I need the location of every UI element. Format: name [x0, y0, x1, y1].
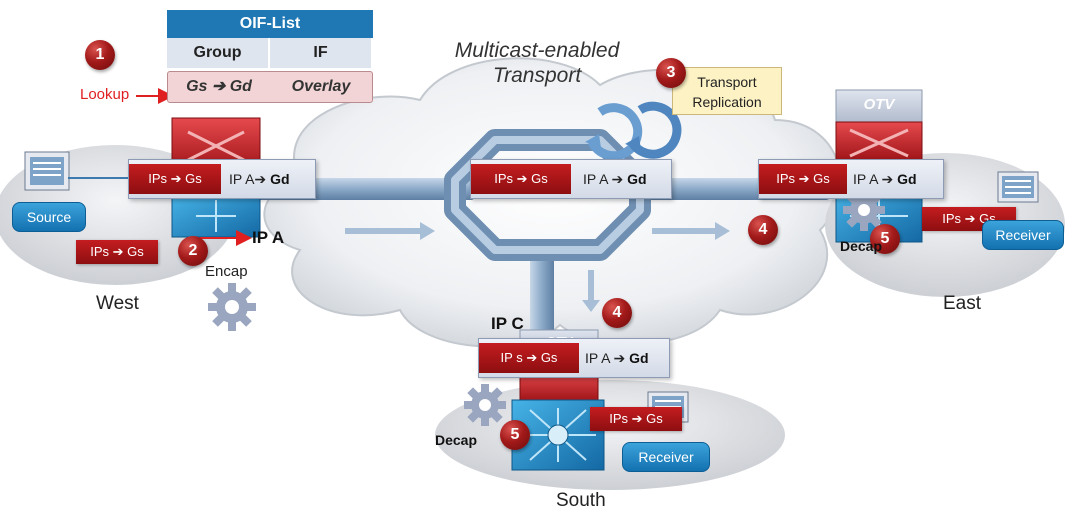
west-source-packet: IPs ➔ Gs: [76, 240, 158, 264]
south-receiver-packet: IPs ➔ Gs: [590, 407, 682, 431]
cloud-icon: [263, 57, 842, 348]
oif-col-if: IF: [270, 38, 373, 68]
core-outer-ip: IP A ➔: [583, 171, 624, 187]
step-4-badge-south: 4: [602, 298, 632, 328]
ip-c-label: IP C: [491, 314, 524, 333]
step-5-badge-east: 5: [870, 224, 900, 254]
source-host: Source: [12, 202, 86, 232]
decap-label-south: Decap: [435, 432, 478, 448]
transport-title-line1: Multicast-enabled: [454, 39, 620, 62]
south-otv-header: IP s ➔ Gs IP A ➔ Gd: [478, 338, 670, 378]
east-server-icon: [997, 171, 1039, 203]
step-5-badge-south: 5: [500, 420, 530, 450]
south-tube: [530, 240, 554, 345]
step-4-badge-east: 4: [748, 215, 778, 245]
core-inner-header: IPs ➔ Gs: [471, 164, 571, 194]
south-outer-header: IP A ➔ Gd: [585, 339, 649, 377]
oif-row-group: Gs ➔ Gd: [186, 78, 252, 95]
receiver-south-host: Receiver: [622, 442, 710, 472]
encap-label: Encap: [205, 263, 248, 280]
replication-line1: Transport: [697, 74, 757, 90]
core-otv-header: IPs ➔ Gs IP A ➔ Gd: [470, 159, 672, 199]
step-3-badge: 3: [656, 58, 686, 88]
core-outer-header: IP A ➔ Gd: [583, 160, 647, 198]
transport-replication-box: Transport Replication: [672, 67, 782, 115]
oif-col-group: Group: [167, 38, 270, 68]
core-outer-group: Gd: [627, 171, 647, 187]
lookup-label: Lookup: [80, 86, 130, 103]
east-outer-header: IP A ➔ Gd: [853, 160, 917, 198]
replication-arrows-icon: [585, 101, 682, 161]
otv-label-east: OTV: [863, 96, 895, 113]
transport-title-line2: Transport: [492, 64, 582, 87]
oif-row-if: Overlay: [291, 78, 351, 95]
west-inner-header: IPs ➔ Gs: [129, 164, 221, 194]
south-outer-ip: IP A ➔: [585, 350, 626, 366]
oif-list-title: OIF-List: [167, 10, 373, 38]
east-inner-header: IPs ➔ Gs: [759, 164, 847, 194]
oif-row: Gs ➔ Gd Overlay: [167, 71, 373, 103]
west-outer-header: IP A➔ Gd: [229, 160, 290, 198]
flow-arrows: [345, 222, 730, 312]
site-label-west: West: [96, 293, 139, 314]
east-otv-header: IPs ➔ Gs IP A ➔ Gd: [758, 159, 944, 199]
ip-a-label: IP A: [252, 228, 285, 247]
gear-icon: [208, 283, 256, 331]
step-2-badge: 2: [178, 236, 208, 266]
receiver-east-host: Receiver: [982, 220, 1064, 250]
oif-list-table: OIF-List Group IF Gs ➔ Gd Overlay: [167, 10, 373, 103]
transport-title: Multicast-enabled Transport: [442, 38, 632, 88]
site-label-south: South: [556, 490, 606, 511]
site-label-east: East: [943, 293, 982, 314]
decap-label-east: Decap: [840, 238, 883, 254]
west-outer-group: Gd: [270, 171, 290, 187]
west-server-icon: [24, 151, 70, 191]
replication-line2: Replication: [692, 94, 762, 110]
gear-icon: [464, 384, 506, 426]
south-inner-header: IP s ➔ Gs: [479, 343, 579, 373]
west-outer-ip: IP A➔: [229, 171, 267, 187]
east-outer-ip: IP A ➔: [853, 171, 894, 187]
west-otv-header: IPs ➔ Gs IP A➔ Gd: [128, 159, 316, 199]
step-1-badge: 1: [85, 40, 115, 70]
east-outer-group: Gd: [897, 171, 917, 187]
south-outer-group: Gd: [629, 350, 649, 366]
